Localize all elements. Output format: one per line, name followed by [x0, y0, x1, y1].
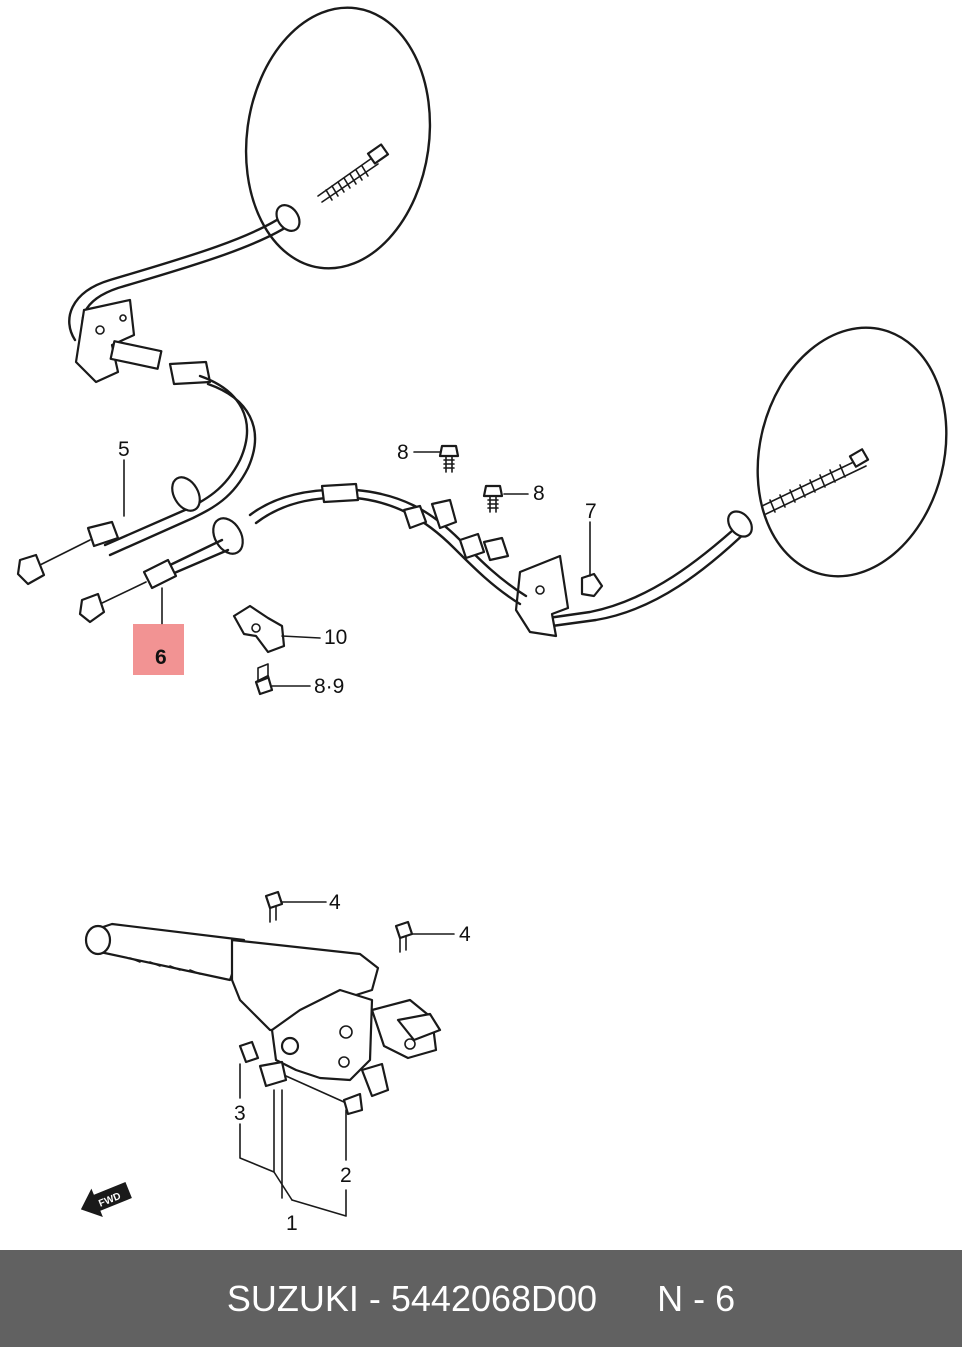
- callout-8: 8: [397, 441, 409, 464]
- forward-direction-arrow-icon: FWD: [80, 1182, 132, 1217]
- callout-5: 5: [118, 438, 130, 461]
- callout-8: 8: [533, 482, 545, 505]
- callout-3: 3: [234, 1102, 246, 1125]
- leader-lines: [123, 451, 591, 1217]
- part-number: 5442068D00: [390, 1277, 598, 1319]
- rear-brake-drum-right: [756, 326, 948, 578]
- cable-part-5: [16, 204, 301, 586]
- cable-clip-part-10: [232, 604, 286, 654]
- callout-8-9: 8·9: [314, 675, 344, 698]
- cable-part-6: [78, 482, 753, 638]
- cable-clamp-brackets: [430, 498, 510, 562]
- bolt-icon: [254, 663, 274, 696]
- parts-diagram: 5 6 8 8 7 10 8·9 4 4 3 2 1 FWD: [16, 6, 948, 1235]
- footer-gap: [597, 1278, 657, 1320]
- callout-4: 4: [459, 923, 471, 946]
- footer-separator: -: [358, 1277, 391, 1319]
- parking-brake-lever: [84, 890, 442, 1116]
- callout-4: 4: [329, 891, 341, 914]
- highlight-part-6: [133, 624, 184, 675]
- callout-1: 1: [286, 1212, 298, 1235]
- brand-name: SUZUKI: [226, 1277, 359, 1319]
- callout-2: 2: [340, 1164, 352, 1187]
- bolt-icon: [438, 444, 460, 473]
- bolt-icon: [482, 484, 504, 513]
- rear-brake-drum-left: [244, 6, 432, 270]
- position-label: N - 6: [657, 1277, 736, 1319]
- callout-10: 10: [324, 626, 347, 649]
- part-info-footer: SUZUKI - 5442068D00 N - 6: [0, 1250, 962, 1347]
- callout-6: 6: [155, 646, 167, 669]
- callout-7: 7: [585, 500, 597, 523]
- nut-icon: [580, 572, 604, 598]
